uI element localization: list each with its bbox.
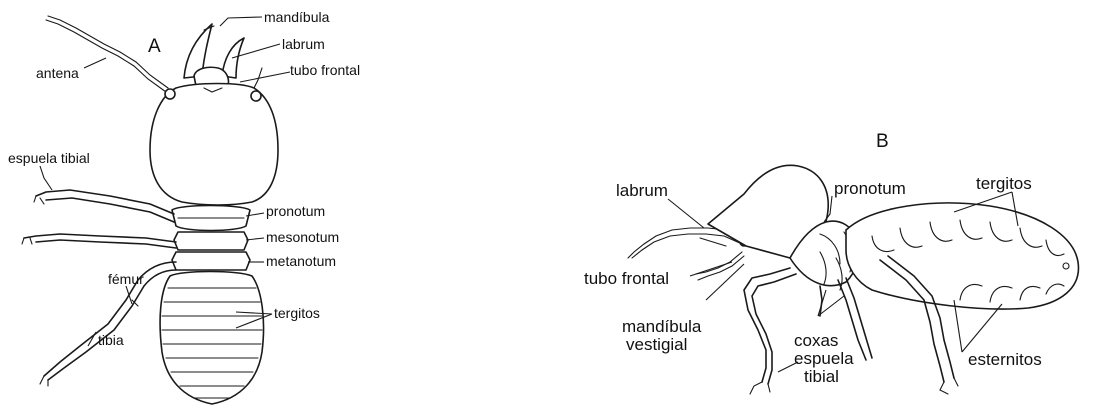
label-metanotum: metanotum — [266, 253, 336, 269]
label-mesonotum: mesonotum — [266, 229, 339, 245]
label-tergitos-a: tergitos — [274, 305, 320, 321]
label-b-mandibula: mandíbula — [622, 317, 702, 336]
label-tubo-frontal: tubo frontal — [290, 62, 360, 78]
mesonotum-shape — [174, 232, 248, 250]
label-femur: fémur — [108, 271, 144, 287]
panel-b-letter: B — [876, 131, 889, 152]
eye-spot-left — [165, 89, 175, 99]
label-b-espuela: espuela — [794, 349, 854, 368]
label-b-tergitos: tergitos — [976, 174, 1032, 193]
head-capsule — [150, 84, 278, 206]
label-mandibula: mandíbula — [264, 9, 330, 25]
label-b-pronotum: pronotum — [834, 179, 906, 198]
label-b-vestigial: vestigial — [626, 335, 687, 354]
label-labrum: labrum — [282, 36, 325, 52]
metanotum-shape — [172, 252, 250, 270]
label-antena: antena — [36, 65, 79, 81]
label-pronotum: pronotum — [266, 203, 325, 219]
abdomen-dorsal — [160, 272, 263, 405]
label-espuela-tibial: espuela tibial — [8, 150, 90, 166]
foreleg-b — [744, 268, 790, 382]
panel-a-letter: A — [148, 36, 161, 57]
label-b-labrum: labrum — [616, 181, 668, 200]
label-b-tubo-frontal: tubo frontal — [584, 269, 669, 288]
label-b-tibial: tibial — [804, 367, 839, 386]
label-b-coxas: coxas — [794, 331, 838, 350]
label-b-esternitos: esternitos — [968, 350, 1042, 369]
eye-spot-right — [251, 91, 261, 101]
label-tibia: tibia — [98, 332, 124, 348]
foreleg — [36, 190, 174, 214]
